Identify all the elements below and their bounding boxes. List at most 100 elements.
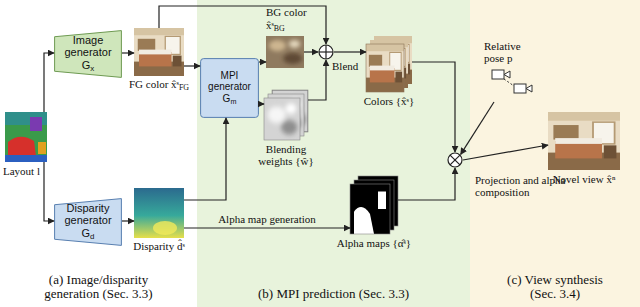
- panel-caption: (c) View synthesis (Sec. 3.4): [493, 273, 617, 302]
- illustration-part: [134, 188, 184, 238]
- illustration-part: [354, 180, 394, 230]
- connector: [184, 65, 200, 66]
- illustration-part: [5, 112, 47, 125]
- panel-band: (c) View synthesis (Sec. 3.4) Relative po…: [470, 0, 640, 307]
- illustration-part: [272, 90, 308, 132]
- connector: [122, 220, 134, 221]
- trapezoid-shape: [55, 31, 122, 78]
- image-label: Blending weights {ŵ}: [256, 143, 316, 168]
- generator-box: MPI generator Gm: [200, 58, 259, 118]
- illustration-part: [504, 79, 514, 86]
- label-holder: FG color x̂ˢFG: [122, 78, 196, 93]
- connector: [259, 61, 266, 62]
- illustration-part: [366, 44, 404, 92]
- image-label: Layout l: [3, 165, 43, 177]
- operator-circle: Blend: [318, 44, 334, 60]
- illustration-part: [264, 98, 300, 140]
- label-holder: Alpha maps {α̂ˢ}: [334, 237, 414, 249]
- symbol-circle: [448, 153, 462, 167]
- connector: [159, 6, 326, 44]
- illustration-part: [358, 176, 398, 226]
- colors-stack: [366, 36, 412, 92]
- label-holder: Projection and alpha composition: [475, 174, 567, 199]
- illustration-part: [153, 221, 177, 235]
- connectors: [44, 6, 548, 228]
- novel-view-image: [548, 112, 620, 170]
- connector: [461, 102, 494, 154]
- connector: [334, 51, 366, 52]
- illustration-part: [268, 94, 304, 136]
- generator-box: Image generator Gx: [54, 30, 122, 78]
- illustration-part: [30, 117, 42, 131]
- edge-label: Alpha map generation: [216, 213, 318, 225]
- image-thumbnail: Disparity d̂ˢ: [134, 188, 184, 238]
- symbol-stroke: [450, 155, 460, 165]
- illustration-part: [504, 71, 510, 78]
- image-thumbnail: FG color x̂ˢFG: [134, 28, 184, 76]
- label-holder: Blending weights {ŵ}: [256, 143, 316, 168]
- image-label: FG color x̂ˢFG: [122, 78, 196, 93]
- image-thumbnail: Novel view x̂ⁿ: [548, 112, 620, 170]
- camera-icons: [492, 70, 532, 93]
- image-thumbnail: BG color x̂ˢBG: [266, 36, 304, 68]
- illustration-part: [268, 94, 304, 136]
- illustration-part: [38, 142, 46, 154]
- subscript: d: [90, 232, 94, 241]
- operator-circle: Projection and alpha composition: [447, 152, 463, 168]
- trapezoid-shape: [55, 199, 122, 246]
- illustration-part: [5, 112, 47, 162]
- image-label: Colors {x̂ˢ}: [354, 95, 424, 107]
- symbol-stroke: [325, 45, 326, 59]
- image-thumbnail: Colors {x̂ˢ}: [366, 36, 412, 92]
- box-label: Disparity generator Gd: [61, 202, 115, 242]
- label-holder: BG color x̂ˢBG: [266, 6, 316, 34]
- text-node: Relative pose p: [484, 40, 548, 102]
- caption-holder: (a) Image/disparity generation (Sec. 3.3…: [24, 273, 174, 302]
- connector: [259, 103, 264, 104]
- symbol-stroke: [450, 155, 460, 165]
- blending-weights-stack: [264, 90, 308, 140]
- label-holder: Disparity d̂ˢ: [122, 240, 196, 252]
- generator-box: Disparity generator Gd: [54, 198, 122, 246]
- illustration-part: [492, 70, 504, 79]
- illustration-part: [8, 137, 36, 156]
- illustration-part: [514, 84, 526, 93]
- layout-map: [5, 112, 47, 162]
- connector: [44, 53, 54, 112]
- illustration-part: [374, 36, 412, 84]
- subscript: m: [230, 97, 236, 106]
- subscript: FG: [179, 83, 189, 92]
- fg-color-image: [134, 28, 184, 76]
- illustration-part: [370, 40, 408, 88]
- image-label: Blend: [332, 60, 366, 72]
- connector: [398, 168, 455, 200]
- image-thumbnail: Layout l: [5, 112, 47, 162]
- symbol-circle: [319, 45, 333, 59]
- alpha-maps-stack: [350, 176, 398, 234]
- illustration-part: [366, 44, 404, 92]
- label-holder: Layout l: [3, 165, 43, 177]
- connector: [184, 227, 350, 228]
- illustration-part: [264, 98, 300, 140]
- bg-color-image: [266, 36, 304, 68]
- label-holder: Colors {x̂ˢ}: [354, 95, 424, 107]
- box-shape: [201, 59, 259, 118]
- illustration-part: [358, 176, 398, 226]
- illustration-part: [526, 85, 532, 92]
- disparity-image: [134, 188, 184, 238]
- panel-band: (a) Image/disparity generation (Sec. 3.3…: [0, 0, 197, 307]
- connector: [412, 62, 455, 152]
- subscript: x: [90, 64, 94, 73]
- caption-holder: (b) MPI prediction (Sec. 3.3): [214, 287, 454, 302]
- connector: [184, 118, 226, 200]
- caption-holder: (c) View synthesis (Sec. 3.4): [493, 273, 617, 302]
- product-symbol: [447, 152, 463, 168]
- panel-caption: (a) Image/disparity generation (Sec. 3.3…: [24, 273, 174, 302]
- connector: [463, 145, 548, 160]
- box-label: MPI generator Gm: [207, 70, 252, 106]
- illustration-part: [354, 180, 394, 230]
- connector: [122, 52, 134, 53]
- connector: [44, 162, 54, 221]
